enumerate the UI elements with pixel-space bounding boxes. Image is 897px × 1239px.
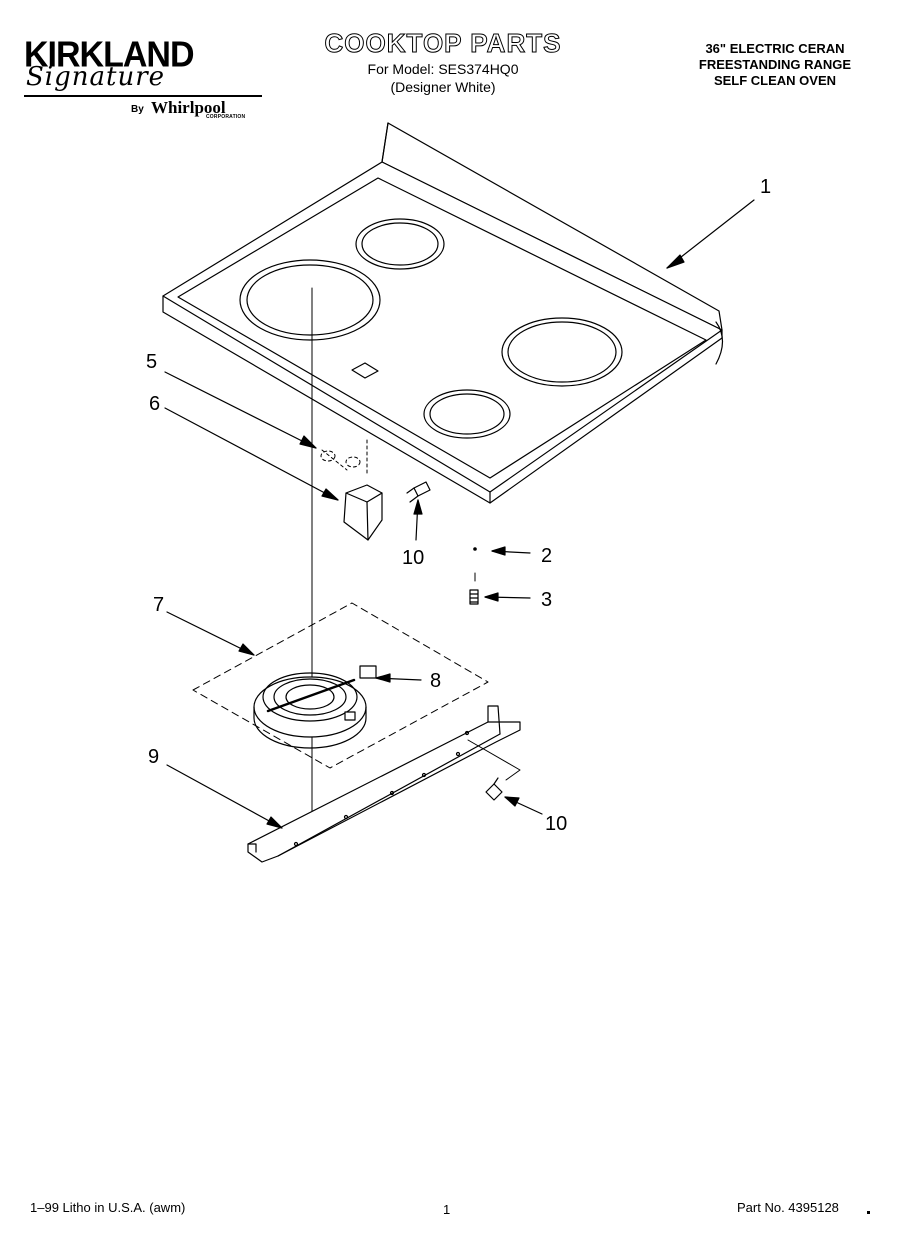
clip-part <box>473 547 477 551</box>
element-area-dashed <box>192 602 489 769</box>
cooktop-panel <box>162 122 724 504</box>
callout-2: 2 <box>541 545 553 567</box>
callout-10-lower: 10 <box>545 813 568 835</box>
litho-note: 1–99 Litho in U.S.A. (awm) <box>30 1200 186 1215</box>
callout-9: 9 <box>148 746 160 768</box>
logo-by-text: By <box>131 104 144 115</box>
screw-upper <box>406 481 431 503</box>
page-number: 1 <box>443 1202 451 1217</box>
hot-surface-indicator <box>351 362 379 379</box>
callout-10-upper: 10 <box>402 547 425 569</box>
insulation-clip <box>320 439 368 475</box>
callout-1: 1 <box>760 176 772 198</box>
model-number: For Model: SES374HQ0 <box>367 61 519 77</box>
callout-leaders <box>164 199 755 829</box>
mounting-bracket <box>343 484 383 541</box>
product-line-2: FREESTANDING RANGE <box>698 57 852 72</box>
logo-divider <box>24 95 262 97</box>
screw-lower <box>485 777 503 801</box>
support-rail <box>247 705 521 863</box>
corner-dot <box>867 1211 870 1214</box>
callout-7: 7 <box>153 594 165 616</box>
callout-8: 8 <box>430 670 442 692</box>
callout-5: 5 <box>146 351 158 373</box>
part-number: Part No. 4395128 <box>737 1200 839 1215</box>
whirlpool-logo: Whirlpool <box>151 98 226 117</box>
radiant-element <box>253 665 377 749</box>
kirkland-logo: KIRKLAND <box>24 35 195 75</box>
callout-3: 3 <box>541 589 553 611</box>
page-title: COOKTOP PARTS <box>324 28 562 59</box>
product-line-1: 36" ELECTRIC CERAN <box>705 41 845 56</box>
signature-logo-script: Signature <box>26 62 166 92</box>
callout-6: 6 <box>149 393 161 415</box>
screw-part <box>469 589 479 605</box>
burner-rings <box>239 218 623 439</box>
whirlpool-corporation-text: CORPORATION <box>206 114 246 120</box>
model-color: (Designer White) <box>390 79 496 95</box>
product-line-3: SELF CLEAN OVEN <box>713 73 837 88</box>
